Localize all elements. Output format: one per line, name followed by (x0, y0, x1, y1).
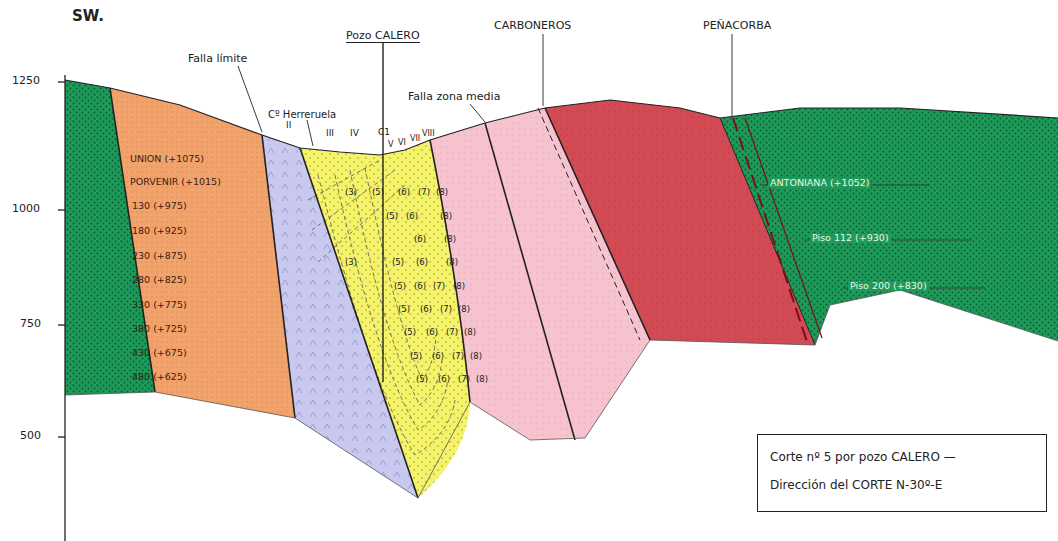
seam-number: (8) (470, 352, 482, 361)
seam-number: (6) (398, 188, 410, 197)
seam-number: (6) (414, 235, 426, 244)
section-label: Falla límite (188, 53, 247, 65)
level-label: 280 (+825) (132, 275, 187, 285)
seam-number: (6) (426, 328, 438, 337)
seam-number: (5) (410, 352, 422, 361)
level-label: ANTONIANA (+1052) (768, 178, 871, 188)
section-label: SW. (72, 8, 104, 25)
seam-number: (5) (386, 212, 398, 221)
axis-value: 1000 (12, 203, 40, 215)
seam-number: (6) (406, 212, 418, 221)
axis-value: 750 (20, 318, 41, 330)
level-numeral: VIII (422, 130, 435, 139)
seam-number: (8) (444, 235, 456, 244)
level-numeral: IV (350, 129, 359, 139)
seam-number: (5) (394, 282, 406, 291)
level-label: 430 (+675) (132, 348, 187, 358)
seam-number: (5) (398, 305, 410, 314)
level-label: UNION (+1075) (130, 154, 204, 164)
seam-number: (6) (416, 258, 428, 267)
axis-value: 1250 (12, 75, 40, 87)
level-numeral: VII (410, 135, 420, 144)
level-label: 180 (+925) (132, 226, 187, 236)
seam-number: (7) (452, 352, 464, 361)
seam-number: (8) (476, 375, 488, 384)
seam-number: (8) (436, 188, 448, 197)
level-label: 130 (+975) (132, 201, 187, 211)
seam-number: (3) (345, 258, 357, 267)
seam-number: (6) (420, 305, 432, 314)
seam-number: (8) (453, 282, 465, 291)
level-label: 480 (+625) (132, 372, 187, 382)
section-label: Cº Herreruela (268, 109, 336, 120)
level-numeral: II (286, 121, 291, 131)
legend-text: Dirección del CORTE N-30º-E (770, 479, 942, 492)
seam-number: (6) (432, 352, 444, 361)
level-numeral: V (388, 141, 393, 150)
level-numeral: VI (398, 139, 406, 148)
seam-number: (7) (446, 328, 458, 337)
legend-box: Corte nº 5 por pozo CALERO — Dirección de… (757, 434, 1047, 512)
level-label: PORVENIR (+1015) (130, 177, 221, 187)
section-label: CARBONEROS (494, 20, 571, 32)
level-label: Piso 200 (+830) (848, 281, 929, 291)
axis-value: 500 (20, 430, 41, 442)
seam-number: (5) (392, 258, 404, 267)
stratum-band: ANTONIANA (+1052) Piso 112 (+930) Piso 200… (750, 170, 1010, 300)
level-label: 380 (+725) (132, 324, 187, 334)
legend-text: Corte nº 5 por pozo CALERO — (770, 451, 956, 464)
level-label: 330 (+775) (132, 300, 187, 310)
section-label: PEÑACORBA (703, 20, 771, 32)
seam-number: (7) (433, 282, 445, 291)
seam-number: (8) (440, 212, 452, 221)
seam-number: (8) (446, 258, 458, 267)
level-label: Piso 112 (+930) (810, 233, 891, 243)
seam-number: (7) (440, 305, 452, 314)
level-numeral: C1 (378, 128, 390, 138)
section-label: Pozo CALERO (346, 30, 420, 43)
seam-number: (3) (345, 188, 357, 197)
section-label: Falla zona media (408, 91, 500, 103)
level-label: 230 (+875) (132, 251, 187, 261)
seam-number: (6) (414, 282, 426, 291)
seam-number: (5) (404, 328, 416, 337)
seam-number: (8) (464, 328, 476, 337)
seam-number: (5) (372, 188, 384, 197)
seam-number: (8) (458, 305, 470, 314)
seam-number: (7) (418, 188, 430, 197)
seam-number: (5) (416, 375, 428, 384)
seam-number: (6) (438, 375, 450, 384)
stratum-band: UNION (+1075) PORVENIR (+1015) 130 (+975) 1… (118, 150, 278, 400)
seam-number: (7) (458, 375, 470, 384)
level-numeral: III (326, 129, 334, 139)
